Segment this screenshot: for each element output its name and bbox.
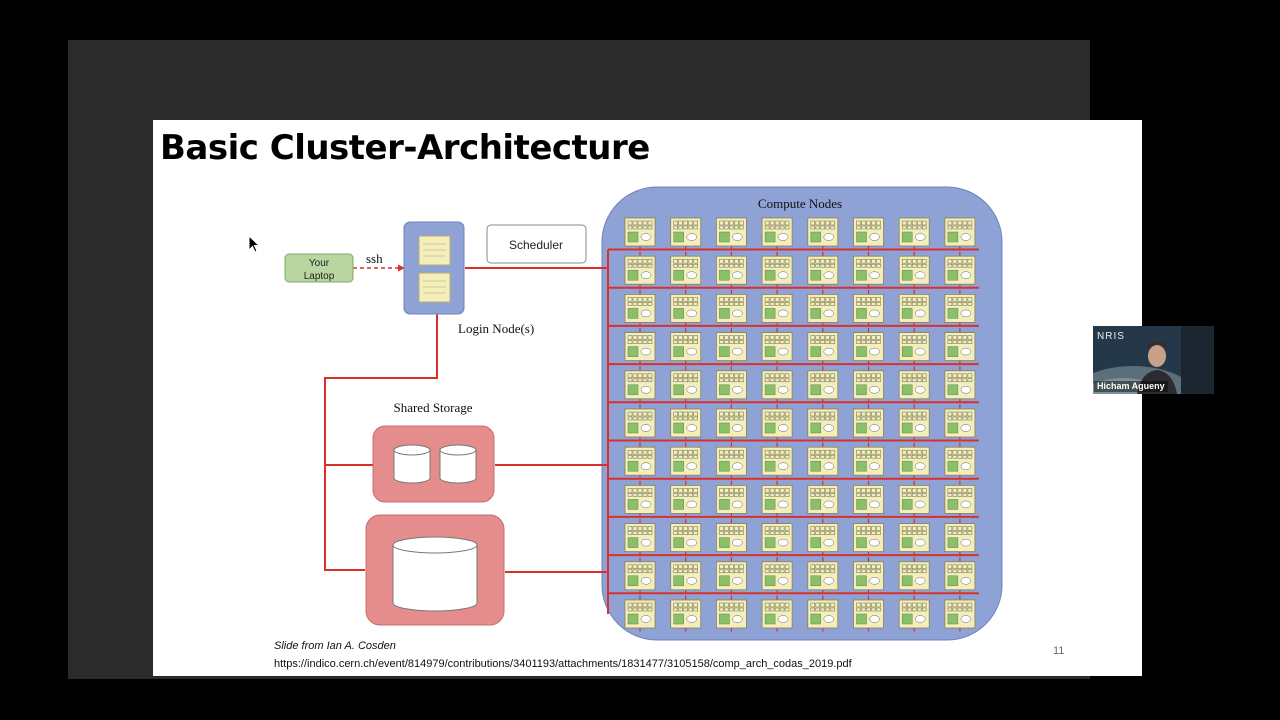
login-node-label: Login Node(s) bbox=[458, 321, 534, 336]
scheduler-box bbox=[486, 224, 587, 264]
compute-nodes-panel bbox=[601, 186, 1003, 641]
scheduler-label: Scheduler bbox=[509, 238, 563, 252]
presentation-slide: Compute Nodes Your Laptop ssh bbox=[153, 120, 1142, 676]
ssh-label: ssh bbox=[366, 251, 383, 266]
participant-video-feed bbox=[1093, 326, 1214, 394]
compute-nodes-label: Compute Nodes bbox=[758, 196, 842, 211]
slide-credit-author: Slide from Ian A. Cosden bbox=[274, 640, 396, 652]
network-links bbox=[324, 267, 608, 573]
cluster-architecture-diagram: Compute Nodes Your Laptop ssh bbox=[284, 186, 1003, 641]
ssh-arrow bbox=[398, 264, 405, 272]
compute-node-grid bbox=[607, 217, 979, 632]
participant-name: Hicham Agueny bbox=[1094, 381, 1168, 392]
laptop-label-line2: Laptop bbox=[304, 271, 335, 282]
storage-disks bbox=[393, 444, 477, 484]
slide-credit-url[interactable]: https://indico.cern.ch/event/814979/cont… bbox=[274, 658, 852, 670]
slide-number: 11 bbox=[1053, 645, 1065, 657]
storage-large-disk bbox=[392, 536, 478, 612]
mouse-cursor-icon bbox=[248, 235, 260, 253]
screen-share-area: Compute Nodes Your Laptop ssh bbox=[68, 40, 1142, 679]
slide-title: Basic Cluster-Architecture bbox=[160, 128, 650, 168]
shared-storage-label: Shared Storage bbox=[393, 400, 472, 415]
laptop-label-line1: Your bbox=[309, 258, 330, 269]
participant-video-tile[interactable]: NRIS Hicham Agueny bbox=[1093, 326, 1214, 394]
laptop-node bbox=[284, 253, 354, 283]
tile-brand-logo: NRIS bbox=[1097, 331, 1125, 342]
